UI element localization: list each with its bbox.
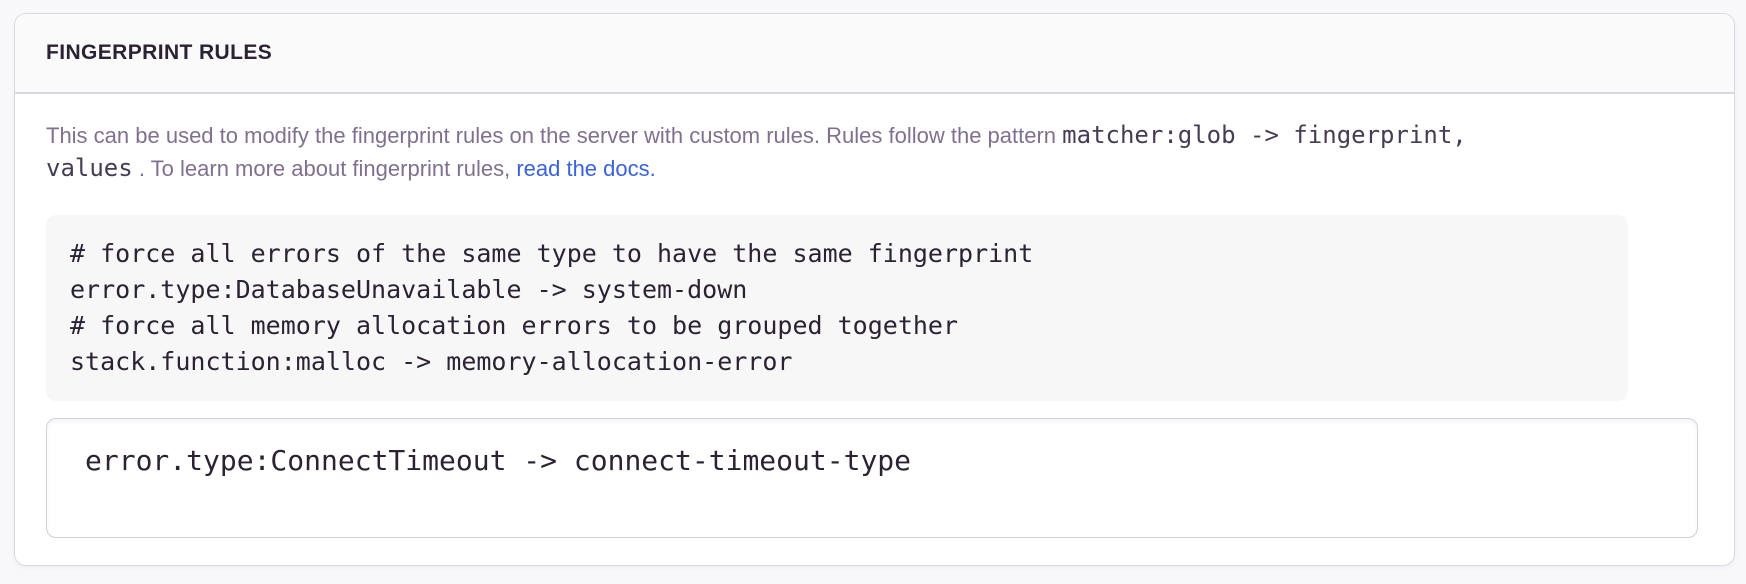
panel-title: FINGERPRINT RULES (46, 41, 273, 64)
pattern-code-part1: matcher:glob -> fingerprint, (1062, 121, 1467, 149)
fingerprint-rules-input[interactable]: error.type:ConnectTimeout -> connect-tim… (46, 418, 1698, 538)
read-the-docs-link[interactable]: read the docs. (516, 156, 656, 181)
pattern-code-part2: values (46, 154, 133, 182)
description-text-middle: . To learn more about fingerprint rules, (138, 156, 511, 181)
example-code-block: # force all errors of the same type to h… (46, 215, 1628, 401)
fingerprint-rules-panel: FINGERPRINT RULES This can be used to mo… (14, 13, 1735, 566)
description: This can be used to modify the fingerpri… (46, 119, 1698, 185)
panel-body: This can be used to modify the fingerpri… (15, 94, 1734, 565)
description-text-before: This can be used to modify the fingerpri… (46, 123, 1057, 148)
panel-header: FINGERPRINT RULES (15, 14, 1734, 94)
